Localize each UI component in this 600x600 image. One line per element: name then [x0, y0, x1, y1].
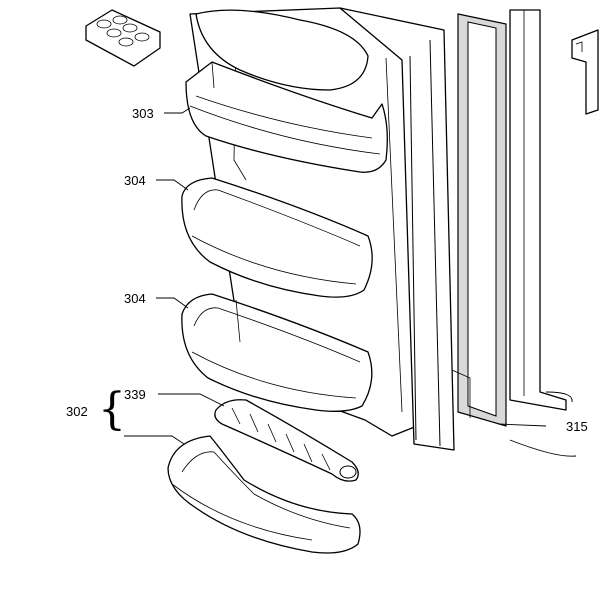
callout-303: 303 — [132, 106, 154, 121]
group-brace: { — [98, 384, 126, 435]
callout-315: 315 — [566, 419, 588, 434]
door-gasket — [451, 13, 507, 427]
shelf-302-bottom — [167, 435, 361, 554]
callout-302: 302 — [66, 404, 88, 419]
callout-304-lower: 304 — [124, 291, 146, 306]
shelf-304-upper — [181, 177, 373, 298]
wall-bracket — [571, 29, 599, 115]
door-frame — [339, 7, 455, 451]
cabinet-side — [509, 9, 567, 411]
leader-lines — [124, 107, 577, 457]
shelf-303 — [185, 61, 388, 173]
callout-339: 339 — [124, 387, 146, 402]
egg-tray — [85, 9, 161, 67]
shelf-304-lower — [181, 293, 373, 412]
bottle-holder-339 — [214, 399, 359, 482]
callout-304-upper: 304 — [124, 173, 146, 188]
dairy-lid — [195, 9, 369, 91]
